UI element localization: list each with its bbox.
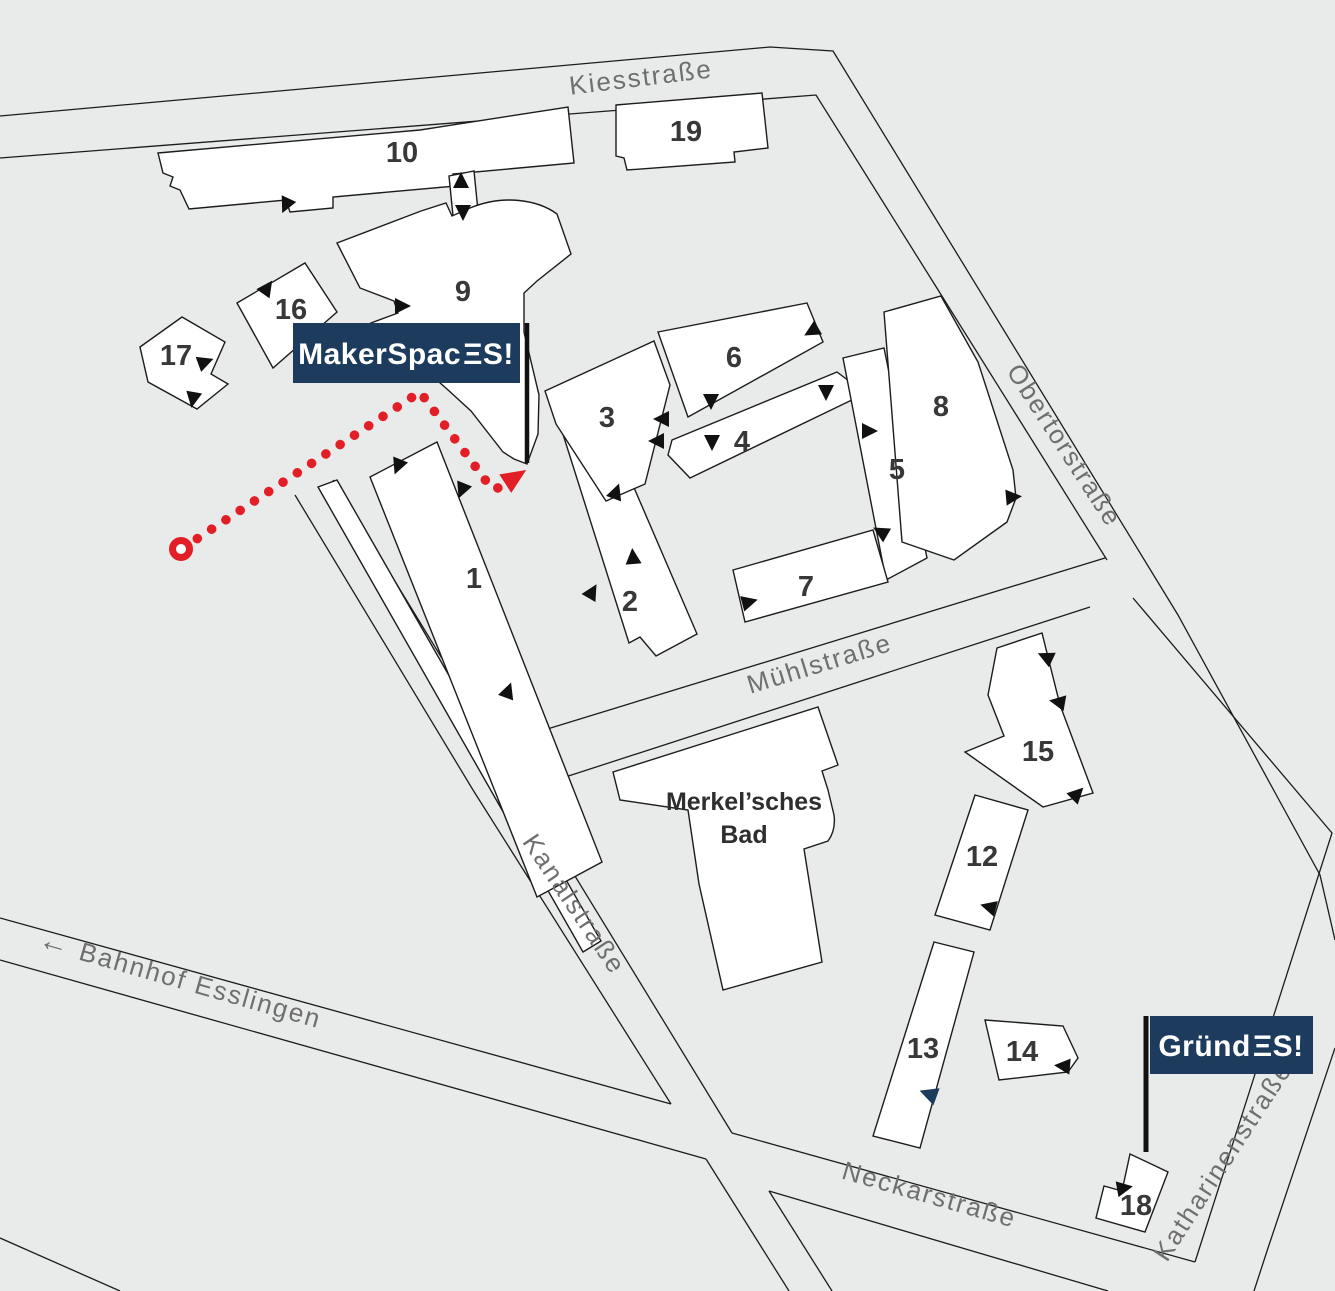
building-number-1: 1: [466, 563, 482, 595]
building-number-16: 16: [275, 294, 307, 326]
street-edge-muehl-lower: [518, 606, 1091, 793]
entrance-arrow-icon: [703, 394, 719, 410]
entrance-arrow-icon: [648, 433, 664, 449]
building-number-7: 7: [798, 571, 814, 603]
building-number-9: 9: [455, 276, 471, 308]
building-number-6: 6: [726, 342, 742, 374]
entrance-arrow-icon: [1049, 695, 1067, 712]
entrance-arrow-icon: [818, 385, 834, 401]
entrance-arrow-icon: [256, 280, 273, 299]
entrance-arrow-icon: [1054, 1058, 1071, 1075]
street-edge-katharinen-left: [1132, 597, 1333, 1263]
building-number-14: 14: [1006, 1036, 1038, 1068]
buildings-layer: [139, 92, 1169, 1233]
building-number-15: 15: [1022, 736, 1054, 768]
entrance-arrow-icon: [862, 423, 878, 439]
building-12: [934, 794, 1029, 931]
building-10: [157, 106, 575, 213]
route-arrow-icon: [499, 470, 527, 493]
street-edge-bottom-left: [0, 1237, 121, 1291]
entrance-arrow-icon: [980, 901, 998, 917]
walking-route: [169, 385, 527, 561]
entrance-arrow-icon: [625, 548, 642, 565]
entrance-arrow-icon: [1115, 1181, 1133, 1198]
entrance-arrow-icon: [195, 356, 214, 372]
building-6: [657, 302, 824, 419]
building-number-3: 3: [599, 402, 615, 434]
merkelsches-bad-label: Merkel’sches Bad: [666, 788, 822, 849]
building-number-12: 12: [966, 841, 998, 873]
entrance-arrow-icon: [740, 596, 758, 612]
street-edge-katharinen-right: [1253, 1047, 1335, 1291]
entrance-arrow-icon: [281, 195, 297, 214]
gruendes-label-text: GründΞS!: [1158, 1030, 1303, 1063]
entrance-arrow-icon: [453, 172, 469, 188]
entrance-arrow-icon: [1005, 489, 1022, 506]
entrance-arrow-icon: [455, 205, 471, 221]
poi-name-line2: Bad: [720, 821, 767, 849]
entrance-arrow-icon: [395, 298, 411, 314]
building-merkelsches-bad: [612, 706, 839, 991]
building-19: [615, 92, 769, 171]
entrance-arrow-icon: [653, 411, 669, 427]
makerspace-label-text: MakerSpacΞS!: [298, 338, 514, 371]
entrance-arrows: [186, 172, 1133, 1198]
building-17: [139, 316, 230, 410]
es-logo-glyph: ΞS!: [1253, 1030, 1304, 1063]
street-edge-neckar-lower: [768, 1190, 1109, 1291]
building-number-8: 8: [933, 391, 949, 423]
es-logo-glyph: ΞS!: [463, 338, 514, 371]
gruendes-label: [1150, 1016, 1313, 1074]
entrance-arrow-icon: [1037, 652, 1056, 668]
street-edge-bahnhof-lower: [0, 959, 707, 1160]
street-edge-kanal-left-lower: [705, 1158, 790, 1291]
building-number-10: 10: [386, 137, 418, 169]
building-7: [732, 529, 889, 623]
building-13: [872, 941, 975, 1149]
building-number-5: 5: [889, 454, 905, 486]
makerspace-label: [293, 323, 520, 383]
street-edge-kanal-left-upper: [294, 494, 672, 1105]
street-edge-muehl-upper: [494, 557, 1106, 746]
entrance-arrow-icon: [873, 527, 892, 543]
entrance-arrow-navy-icon: [919, 1088, 940, 1106]
gruendes-callout: GründΞS!: [1143, 1016, 1313, 1152]
building-number-19: 19: [670, 116, 702, 148]
building-numbers: 1 2 3 4 5 6 7 8 9 10 12 13 14 15 16 17 1…: [160, 116, 1152, 1222]
entrance-arrow-icon: [804, 320, 823, 336]
entrance-arrow-icon: [606, 483, 622, 502]
street-edge-kiesstrasse-obertor-outer: [0, 46, 1335, 941]
building-number-2: 2: [622, 586, 638, 618]
street-edge-kanal-right-lower: [768, 1190, 833, 1291]
entrance-arrow-icon: [457, 480, 473, 499]
street-edge-kiesstrasse-obertor-inner: [0, 94, 1108, 561]
building-number-4: 4: [734, 426, 750, 458]
street-edge-neckar-upper: [731, 1132, 1196, 1263]
entrance-arrow-icon: [186, 390, 203, 408]
entrance-arrow-icon: [498, 682, 514, 701]
building-3: [544, 340, 671, 502]
building-number-13: 13: [907, 1033, 939, 1065]
entrance-arrow-icon: [581, 584, 597, 603]
building-1: [369, 441, 603, 898]
route-dotted-path: [178, 385, 508, 553]
entrance-arrow-icon: [704, 435, 720, 451]
entrance-arrow-icon: [393, 456, 409, 475]
building-number-18: 18: [1120, 1190, 1152, 1222]
poi-name-line1: Merkel’sches: [666, 788, 822, 816]
building-number-17: 17: [160, 340, 192, 372]
makerspace-callout: MakerSpacΞS!: [293, 323, 530, 463]
street-edge-bahnhof-upper: [0, 917, 672, 1105]
route-start-icon: [169, 537, 193, 561]
